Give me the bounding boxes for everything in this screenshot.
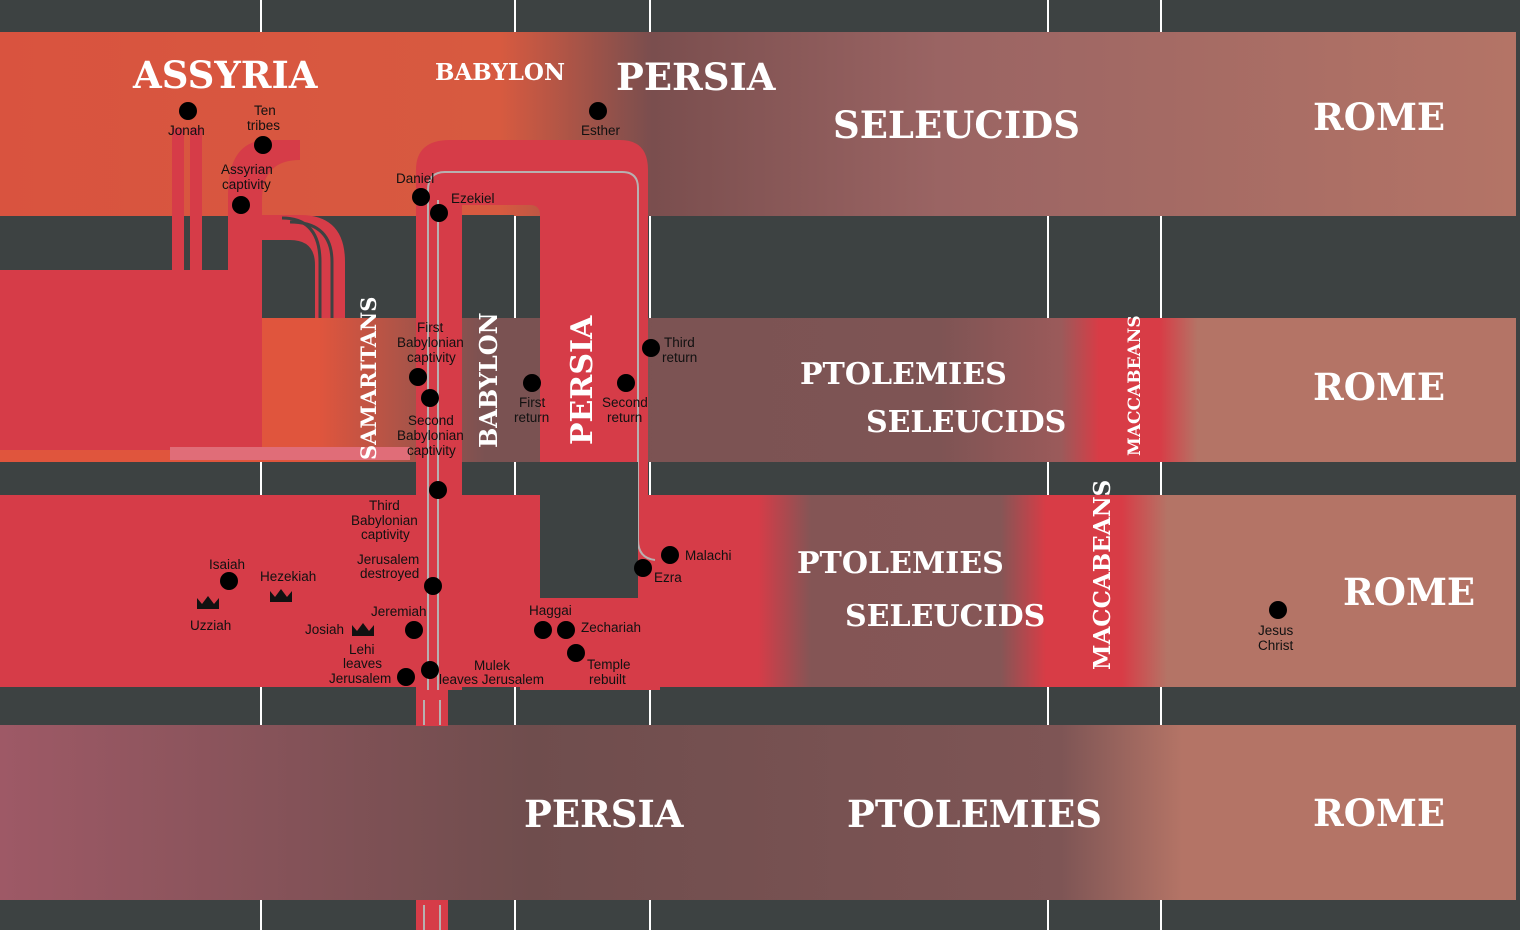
event-dot-icon — [430, 204, 448, 222]
label-seleucids-3: SELEUCIDS — [845, 599, 1045, 634]
label-ptolemies-2: PTOLEMIES — [800, 357, 1007, 392]
samaritans-underline — [170, 447, 410, 460]
label-esther: Esther — [581, 123, 621, 138]
label-isaiah: Isaiah — [209, 557, 245, 572]
label-babylon-2: BABYLON — [474, 312, 503, 448]
label-first-captivity-2: Babylonian — [397, 335, 464, 350]
event-dot-icon — [557, 621, 575, 639]
event-dot-icon — [642, 339, 660, 357]
event-dot-icon — [405, 621, 423, 639]
event-dot-icon — [254, 136, 272, 154]
label-ptolemies-4: PTOLEMIES — [847, 792, 1102, 836]
label-third-captivity-2: Babylonian — [351, 513, 418, 528]
label-third-captivity-1: Third — [369, 498, 400, 513]
label-temple-rebuilt-2: rebuilt — [589, 672, 626, 687]
event-dot-icon — [429, 481, 447, 499]
label-uzziah: Uzziah — [190, 618, 231, 633]
label-lehi-2: leaves — [343, 656, 382, 671]
event-dot-icon — [567, 644, 585, 662]
event-dot-icon — [634, 559, 652, 577]
band-3 — [0, 495, 1516, 687]
event-labels: Jonah Ten tribes Assyrian captivity Esth… — [168, 103, 1294, 687]
gap-block-2 — [540, 462, 638, 598]
samaritan-strands — [281, 216, 334, 318]
event-dot-icon — [220, 572, 238, 590]
israel-flow — [0, 128, 345, 450]
label-assyrian-captivity-1: Assyrian — [221, 162, 273, 177]
label-first-captivity-3: captivity — [407, 350, 456, 365]
label-third-return-1: Third — [664, 335, 695, 350]
label-maccabeans-3: MACCABEANS — [1089, 480, 1116, 670]
label-rome-1: ROME — [1313, 95, 1445, 139]
label-jesus-2: Christ — [1258, 638, 1294, 653]
event-dot-icon — [421, 661, 439, 679]
label-samaritans: SAMARITANS — [356, 297, 381, 460]
event-dot-icon — [397, 668, 415, 686]
event-dot-icon — [232, 196, 250, 214]
event-dot-icon — [589, 102, 607, 120]
label-second-return-1: Second — [602, 395, 648, 410]
label-assyrian-captivity-2: captivity — [222, 177, 271, 192]
label-ten-tribes-1: Ten — [254, 103, 276, 118]
gap-block — [462, 215, 514, 318]
label-rome-2: ROME — [1313, 365, 1445, 409]
label-second-return-2: return — [607, 410, 642, 425]
event-dots — [179, 102, 1287, 686]
label-jonah: Jonah — [168, 123, 205, 138]
label-jerusalem-destroyed-2: destroyed — [360, 566, 419, 581]
exile-lines — [423, 171, 656, 930]
label-babylon-1: BABYLON — [435, 59, 565, 86]
label-first-return-2: return — [514, 410, 549, 425]
label-maccabeans-2: MACCABEANS — [1125, 315, 1145, 456]
label-second-captivity-2: Babylonian — [397, 428, 464, 443]
label-rome-4: ROME — [1313, 791, 1445, 835]
label-lehi-1: Lehi — [349, 642, 375, 657]
label-haggai: Haggai — [529, 603, 572, 618]
event-dot-icon — [424, 577, 442, 595]
event-dot-icon — [179, 102, 197, 120]
label-ezekiel: Ezekiel — [451, 191, 495, 206]
event-dot-icon — [412, 188, 430, 206]
event-dot-icon — [617, 374, 635, 392]
label-persia-4: PERSIA — [524, 792, 685, 836]
label-rome-3: ROME — [1343, 570, 1475, 614]
event-dot-icon — [1269, 601, 1287, 619]
label-lehi-3: Jerusalem — [329, 671, 391, 686]
label-daniel: Daniel — [396, 171, 434, 186]
label-third-return-2: return — [662, 350, 697, 365]
event-dot-icon — [534, 621, 552, 639]
label-assyria: ASSYRIA — [132, 53, 319, 97]
label-mulek-1: Mulek — [474, 658, 510, 673]
label-ten-tribes-2: tribes — [247, 118, 280, 133]
label-josiah: Josiah — [305, 622, 344, 637]
label-jeremiah: Jeremiah — [371, 604, 427, 619]
label-third-captivity-3: captivity — [361, 527, 410, 542]
label-second-captivity-1: Second — [408, 413, 454, 428]
label-first-return-1: First — [519, 395, 545, 410]
label-temple-rebuilt-1: Temple — [587, 657, 631, 672]
band-4 — [0, 725, 1516, 900]
event-dot-icon — [421, 389, 439, 407]
label-jesus-1: Jesus — [1258, 623, 1294, 638]
label-malachi: Malachi — [685, 548, 732, 563]
label-ptolemies-3: PTOLEMIES — [797, 546, 1004, 581]
label-hezekiah: Hezekiah — [260, 569, 316, 584]
label-persia-2: PERSIA — [565, 315, 600, 445]
event-dot-icon — [409, 368, 427, 386]
label-seleucids-2: SELEUCIDS — [866, 405, 1066, 440]
label-seleucids-1: SELEUCIDS — [833, 103, 1080, 147]
label-first-captivity-1: First — [417, 320, 443, 335]
event-dot-icon — [661, 546, 679, 564]
label-second-captivity-3: captivity — [407, 443, 456, 458]
label-persia-1: PERSIA — [616, 55, 777, 99]
label-ezra: Ezra — [654, 570, 682, 585]
label-jerusalem-destroyed-1: Jerusalem — [357, 552, 419, 567]
event-dot-icon — [523, 374, 541, 392]
label-mulek-2: leaves Jerusalem — [439, 672, 544, 687]
label-zechariah: Zechariah — [581, 620, 641, 635]
